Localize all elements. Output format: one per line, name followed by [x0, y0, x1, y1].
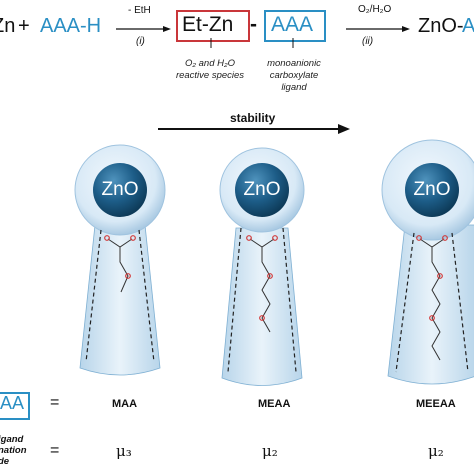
- core-label-1: ZnO: [101, 179, 139, 200]
- legend-equals-2: =: [50, 442, 60, 459]
- reaction-arrow-1: [116, 26, 171, 32]
- reactant-acid: AAA-H: [40, 15, 102, 37]
- step1-bottom-label: (i): [136, 36, 145, 47]
- product-ligand: A: [462, 15, 474, 37]
- ethylzinc-box: [176, 10, 250, 42]
- legend-box-label: AA: [0, 393, 25, 413]
- note-carboxylate-ligand: monoanionic carboxylate ligand: [267, 58, 321, 93]
- complex-left: Et-Zn: [182, 13, 234, 36]
- mode-label: igand nation de: [0, 434, 27, 467]
- reactant-zn: Zn: [0, 15, 16, 37]
- complex-dash: -: [250, 13, 257, 36]
- ligand-box: [264, 10, 326, 42]
- ligand-name-3: MEEAA: [416, 398, 456, 410]
- step1-top-label: - EtH: [128, 5, 151, 16]
- core-label-3: ZnO: [413, 179, 451, 200]
- plus-sign: +: [18, 15, 30, 37]
- complex-right: AAA: [271, 13, 314, 36]
- ligand-name-2: MEAA: [258, 398, 291, 410]
- step2-bottom-label: (ii): [362, 36, 374, 47]
- reaction-arrow-2: [346, 26, 410, 32]
- product: ZnO-: [418, 15, 464, 37]
- step2-top-label: O₂/H₂O: [358, 4, 392, 15]
- stability-arrow: [158, 124, 350, 134]
- legend-ligand-box: [0, 392, 30, 420]
- binding-mode-2: μ₂: [262, 442, 278, 460]
- core-label-2: ZnO: [243, 179, 281, 200]
- ligand-name-1: MAA: [112, 398, 138, 410]
- binding-mode-3: μ₂: [428, 442, 444, 460]
- particle-meaa: [219, 147, 305, 386]
- particle-meeaa: [381, 139, 474, 385]
- binding-mode-1: μ₃: [116, 442, 132, 460]
- note-reactive-species: O₂ and H₂O reactive species: [175, 58, 245, 81]
- particle-maa: [74, 144, 166, 376]
- legend-equals-1: =: [50, 394, 60, 411]
- stability-label: stability: [230, 111, 276, 125]
